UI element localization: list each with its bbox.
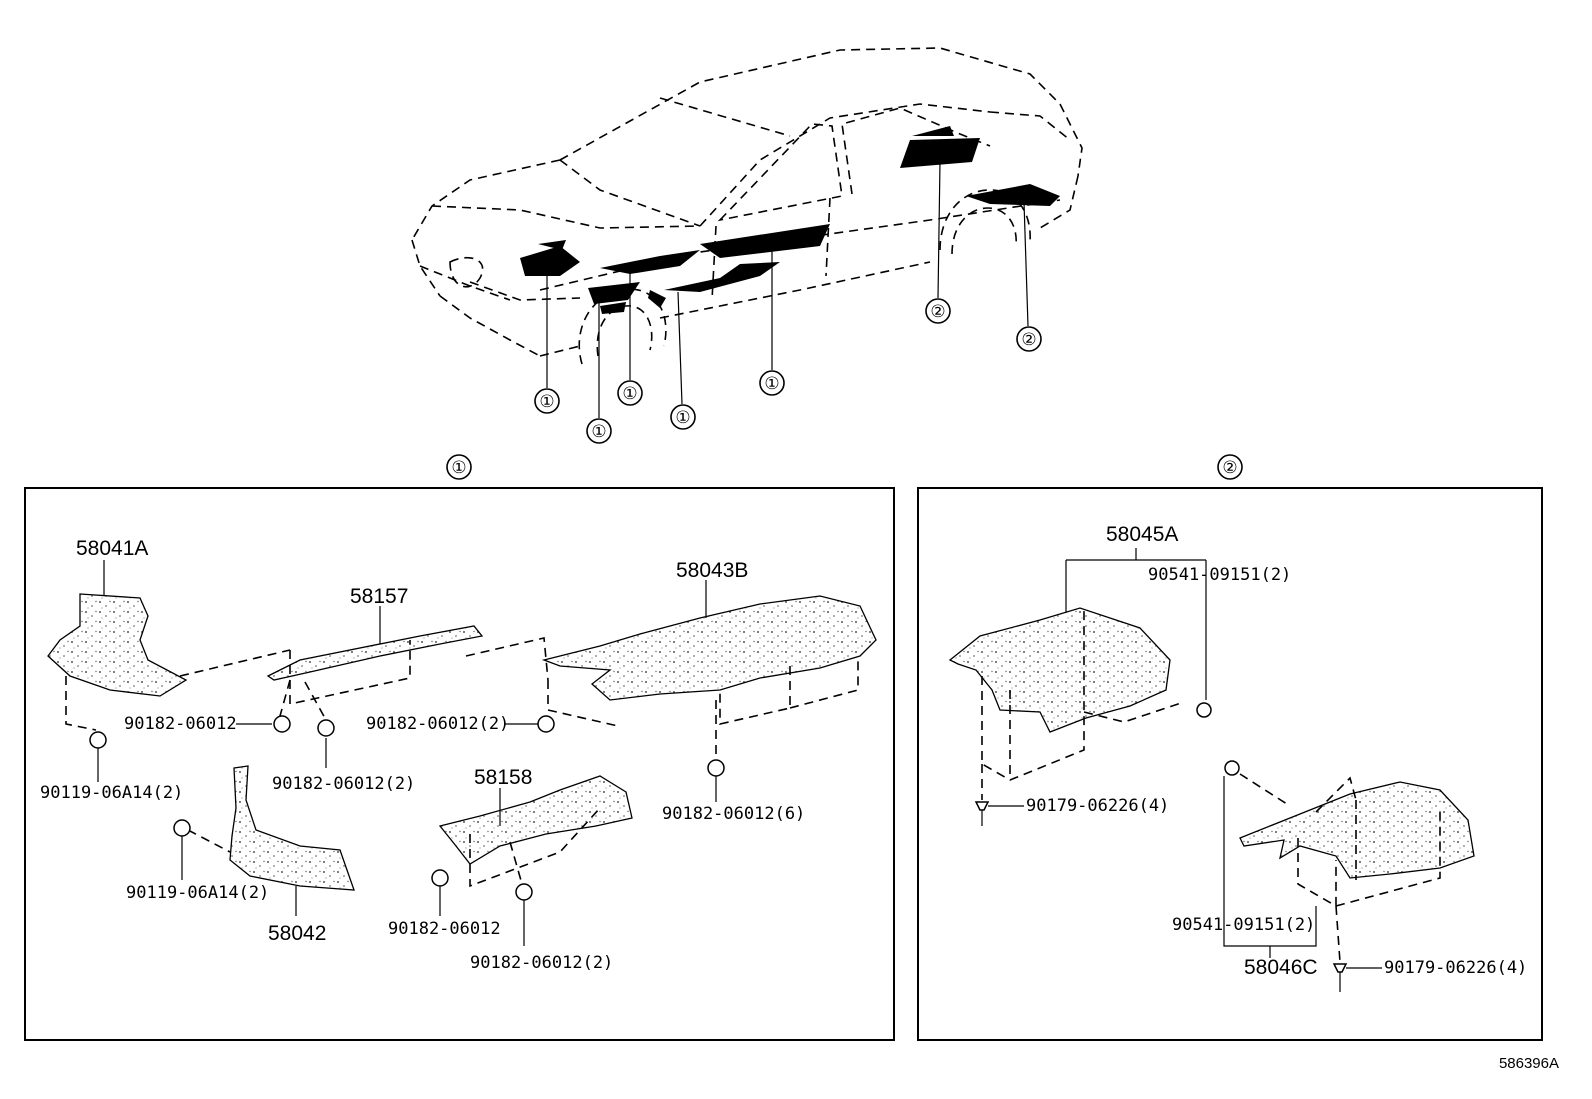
clip-90541-b [1224, 760, 1240, 776]
label-58046C: 58046C [1244, 956, 1318, 979]
nut-90182-b [317, 719, 335, 737]
car-callout-1a-text: ① [539, 392, 554, 411]
label-58042: 58042 [268, 922, 326, 945]
part-58045A: 58045A 90541-09151(2) 90179-06226(4) [948, 523, 1291, 826]
car-callout-1d: ① [670, 404, 696, 430]
car-callout-1c: ① [617, 380, 643, 406]
car-callout-1b: ① [586, 418, 612, 444]
label-90182-06012-2-a: 90182-06012(2) [272, 774, 415, 794]
label-90182-06012-6: 90182-06012(6) [662, 804, 805, 824]
panel-left-label-text: ① [451, 458, 466, 477]
label-90179-06226-4-a: 90179-06226(4) [1026, 796, 1169, 816]
nut-90182-d [431, 869, 449, 887]
part-58041A: 58041A 90119-06A14(2) [40, 537, 291, 803]
panel-left-frame [24, 487, 895, 1041]
part-58043B: 58043B 90182-06012(2) 90182-06012(6) [366, 559, 877, 824]
reference-code: 586396A [1499, 1055, 1559, 1072]
label-58158: 58158 [474, 766, 532, 789]
car-callout-2b: ② [1016, 326, 1042, 352]
label-90119-06A14-2-b: 90119-06A14(2) [126, 883, 269, 903]
label-90119-06A14-2-a: 90119-06A14(2) [40, 783, 183, 803]
nut-90182-f [707, 759, 725, 777]
car-callouts: ① ① ① ① ① ② ② [534, 298, 1042, 444]
panel-left: 58041A 90119-06A14(2) 58157 90182-06012 … [24, 487, 895, 1041]
part-58157: 58157 90182-06012 90182-06012(2) [124, 585, 549, 794]
part-58046C: 90541-09151(2) 58046C 90179-06226(4) [1172, 760, 1527, 992]
label-90182-06012-b: 90182-06012 [388, 919, 501, 939]
panel-right: 58045A 90541-09151(2) 90179-06226(4) 905… [917, 487, 1543, 1041]
label-58157: 58157 [350, 585, 408, 608]
nut-90182-c [537, 715, 555, 733]
label-58041A: 58041A [76, 537, 148, 560]
car-callout-1d-text: ① [675, 408, 690, 427]
panel-right-frame [917, 487, 1543, 1041]
part-58158: 58158 90182-06012 90182-06012(2) [388, 766, 633, 973]
pin-90179-b [1332, 963, 1348, 973]
label-90182-06012-2-c: 90182-06012(2) [470, 953, 613, 973]
nut-90182-e [515, 883, 533, 901]
label-90182-06012-a: 90182-06012 [124, 714, 237, 734]
car-callout-1a: ① [534, 388, 560, 414]
label-90182-06012-2-b: 90182-06012(2) [366, 714, 509, 734]
label-90541-09151-2-a: 90541-09151(2) [1148, 565, 1291, 585]
bolt-90119-b [173, 819, 191, 837]
label-90179-06226-4-b: 90179-06226(4) [1384, 958, 1527, 978]
label-58045A: 58045A [1106, 523, 1178, 546]
label-58043B: 58043B [676, 559, 748, 582]
pin-90179-a [974, 801, 990, 811]
nut-90182-a [273, 715, 291, 733]
car-callout-2a: ② [925, 298, 951, 324]
panel-right-label: ② [1217, 454, 1243, 480]
car-callout-1c-text: ① [622, 384, 637, 403]
car-callout-2a-text: ② [930, 302, 945, 321]
panel-left-label: ① [446, 454, 472, 480]
car-overview [411, 47, 1083, 418]
part-58042: 58042 90119-06A14(2) [126, 765, 355, 945]
car-callout-1b-text: ① [591, 422, 606, 441]
panel-right-label-text: ② [1222, 458, 1237, 477]
car-callout-1e: ① [759, 370, 785, 396]
label-90541-09151-2-b: 90541-09151(2) [1172, 915, 1315, 935]
bolt-90119-a [89, 731, 107, 749]
car-callout-1e-text: ① [764, 374, 779, 393]
clip-90541-a [1196, 702, 1212, 718]
car-callout-2b-text: ② [1021, 330, 1036, 349]
